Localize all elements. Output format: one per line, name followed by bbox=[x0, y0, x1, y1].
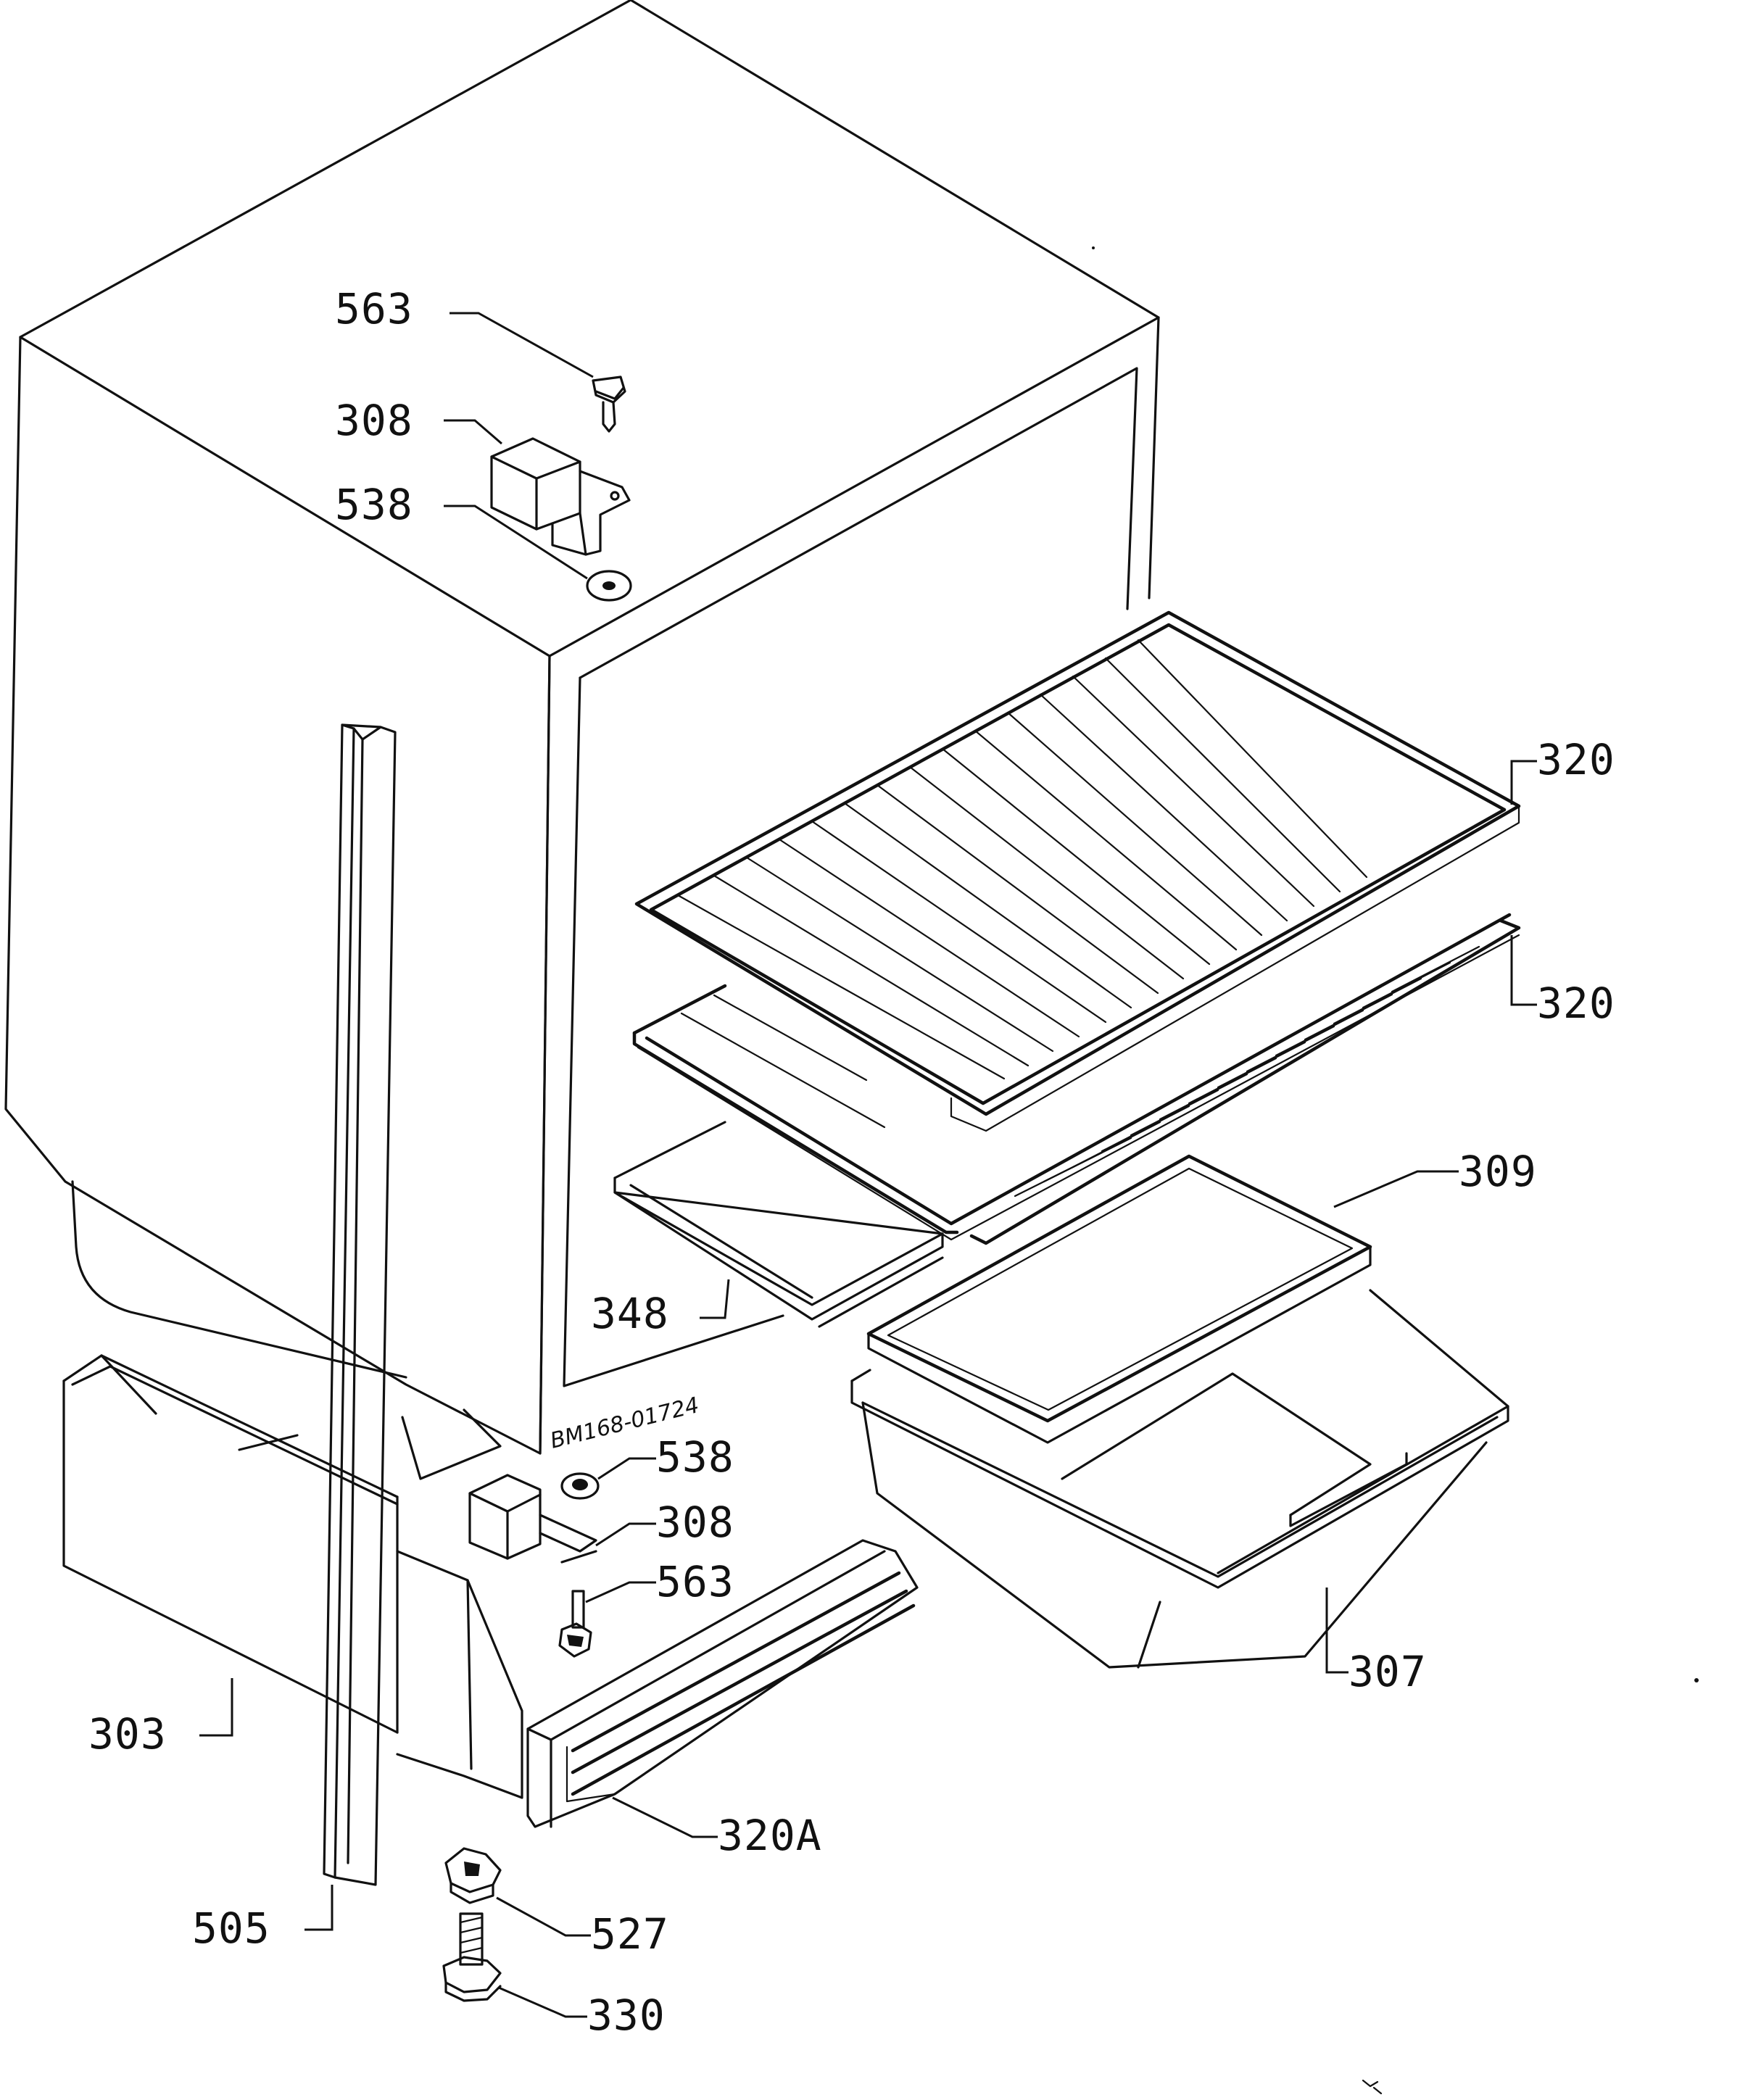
callout-308-bottom: 308 bbox=[656, 1498, 734, 1547]
screw-563-bottom bbox=[558, 1590, 592, 1658]
callout-307: 307 bbox=[1348, 1647, 1427, 1696]
washer-538-top bbox=[586, 570, 632, 602]
callout-563-bottom: 563 bbox=[656, 1557, 734, 1606]
glass-shelf-348 bbox=[613, 1121, 944, 1328]
leader-lines bbox=[199, 312, 1537, 2018]
scan-specks bbox=[1092, 246, 1699, 2095]
callout-303: 303 bbox=[88, 1709, 167, 1759]
nut-527 bbox=[444, 1847, 502, 1904]
hinge-block-308-top bbox=[490, 437, 631, 556]
callout-527: 527 bbox=[591, 1909, 669, 1959]
callout-309: 309 bbox=[1459, 1147, 1537, 1196]
cabinet-body bbox=[4, 0, 1160, 1799]
callout-320A: 320A bbox=[718, 1811, 822, 1860]
callout-308-top: 308 bbox=[335, 396, 413, 445]
bolt-330 bbox=[442, 1912, 502, 2002]
callout-563-top: 563 bbox=[335, 284, 413, 333]
screw-563-top bbox=[592, 375, 626, 433]
callout-330: 330 bbox=[587, 1991, 666, 2040]
top-hinge-group bbox=[490, 375, 632, 602]
wire-shelf-320-upper bbox=[634, 610, 1521, 1132]
callout-labels: 563 308 538 320 320 309 348 538 308 563 … bbox=[88, 284, 1615, 2040]
callout-538-bottom: 538 bbox=[656, 1432, 734, 1482]
door-bin-303 bbox=[62, 1354, 399, 1734]
wire-shelf-320-lower bbox=[632, 913, 1521, 1245]
kick-plate-320A bbox=[526, 1539, 919, 1828]
callout-538-top: 538 bbox=[335, 480, 413, 529]
washer-538-bottom bbox=[560, 1472, 600, 1500]
crisper-bin-307 bbox=[850, 1289, 1509, 1669]
callout-505: 505 bbox=[192, 1904, 270, 1953]
callout-348: 348 bbox=[591, 1289, 669, 1338]
bottom-hinge-group bbox=[468, 1472, 600, 1658]
vertical-trim-505 bbox=[323, 723, 397, 1886]
callout-320-upper: 320 bbox=[1537, 735, 1615, 784]
callout-320-lower: 320 bbox=[1537, 979, 1615, 1028]
hinge-block-308-bottom bbox=[468, 1474, 597, 1564]
crisper-lid-309 bbox=[866, 1154, 1372, 1444]
